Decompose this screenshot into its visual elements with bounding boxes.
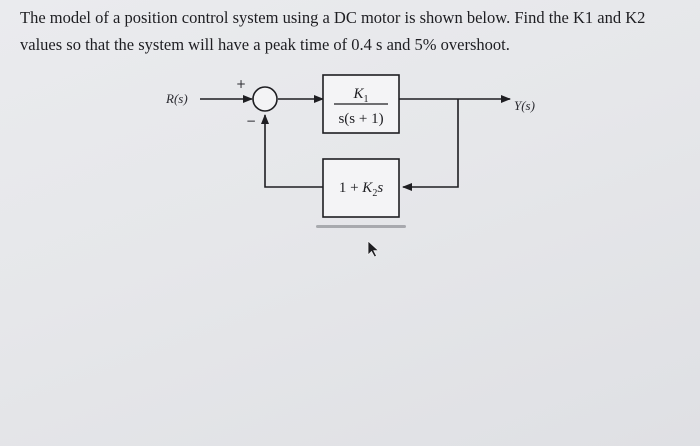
- output-label: Y(s): [514, 98, 535, 113]
- minus-sign: −: [246, 114, 256, 128]
- forward-numerator-symbol: K: [352, 86, 364, 102]
- summing-junction: [252, 86, 278, 112]
- question-text: The model of a position control system u…: [20, 4, 690, 58]
- question-line-2: values so that the system will have a pe…: [20, 35, 510, 54]
- mouse-cursor-icon: [367, 240, 380, 258]
- question-line-1: The model of a position control system u…: [20, 8, 646, 27]
- feedback-variable: s: [377, 180, 383, 196]
- feedback-return-path: [261, 114, 323, 188]
- feedback-expression: 1 + K2s: [339, 180, 383, 199]
- copyright-smudge: [316, 225, 406, 228]
- forward-denominator: s(s + 1): [338, 111, 383, 127]
- forward-numerator-subscript: 1: [364, 94, 369, 105]
- feedback-lead: 1 +: [339, 180, 362, 196]
- input-label: R(s): [165, 91, 188, 106]
- feedback-block: [322, 158, 400, 218]
- feedback-takeoff-path: [402, 99, 459, 191]
- plus-sign: +: [236, 77, 246, 91]
- forward-numerator: K1: [352, 86, 368, 105]
- feedback-gain-symbol: K: [361, 180, 373, 196]
- feedback-gain-subscript: 2: [372, 188, 377, 199]
